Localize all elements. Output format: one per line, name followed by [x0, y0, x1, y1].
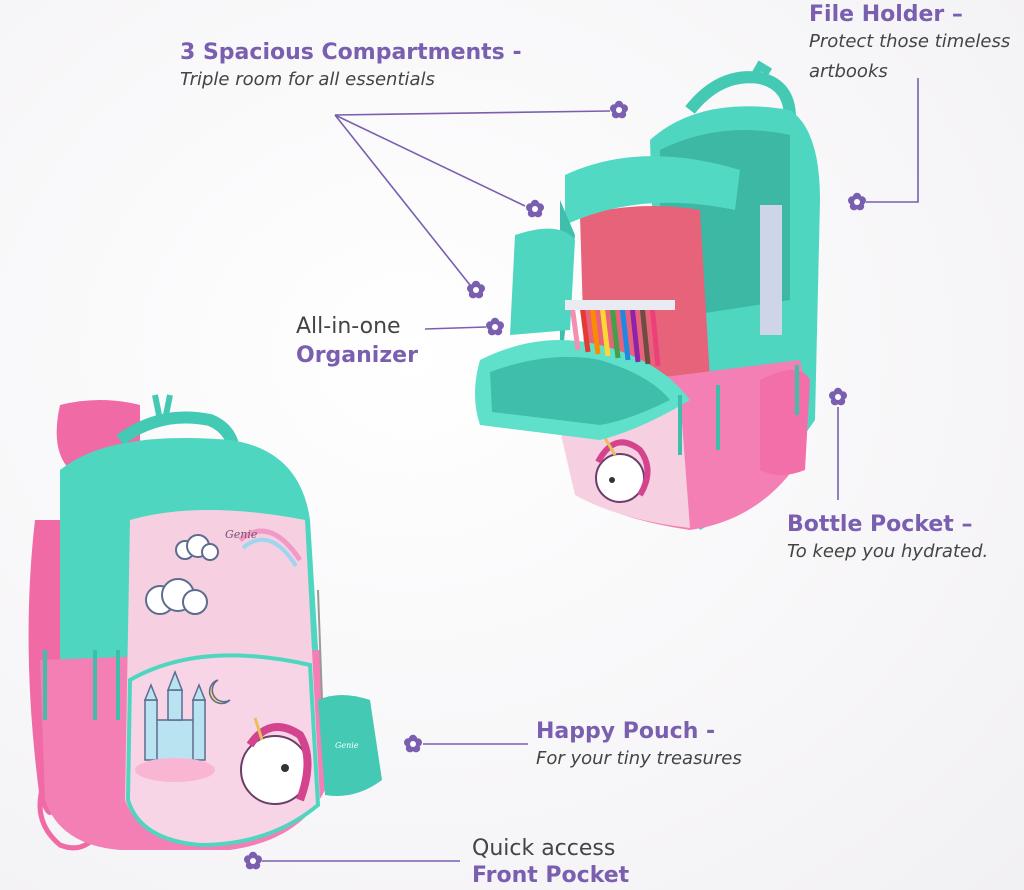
flower-icon: [404, 734, 422, 753]
feature-organizer: All-in-one Organizer: [296, 314, 418, 368]
feature-compartments: 3 Spacious Compartments - Triple room fo…: [180, 40, 522, 95]
feature-description: Triple room for all essentials: [180, 69, 435, 90]
feature-title: Organizer: [296, 343, 418, 368]
svg-text:Genie: Genie: [225, 528, 258, 541]
feature-title: Front Pocket: [472, 863, 630, 888]
closed-backpack-image: Genie Genie: [28, 394, 382, 851]
flower-icon: [848, 192, 866, 211]
feature-title: Happy Pouch -: [536, 719, 716, 744]
flower-icon: [244, 851, 262, 870]
feature-title: Bottle Pocket –: [787, 512, 973, 537]
flower-icon: [829, 387, 847, 406]
flower-icon: [526, 199, 544, 218]
connector-lines: [262, 78, 919, 862]
open-backpack-image: [475, 60, 820, 530]
feature-description: artbooks: [809, 61, 888, 82]
feature-description: For your tiny treasures: [536, 748, 742, 769]
feature-front-pocket: Quick access Front Pocket: [472, 836, 629, 888]
feature-label: Quick access: [472, 836, 616, 861]
feature-description: Protect those timeless: [809, 31, 1011, 52]
feature-title: File Holder –: [809, 2, 963, 27]
feature-label: All-in-one: [296, 314, 401, 339]
feature-description: To keep you hydrated.: [787, 541, 989, 562]
feature-bottle-pocket: Bottle Pocket – To keep you hydrated.: [787, 512, 988, 567]
feature-title: 3 Spacious Compartments -: [180, 40, 522, 65]
feature-file-holder: File Holder – Protect those timeless art…: [809, 2, 1010, 87]
flower-icon: [610, 100, 628, 119]
feature-happy-pouch: Happy Pouch - For your tiny treasures: [536, 719, 742, 774]
svg-text:Genie: Genie: [335, 741, 359, 750]
flower-icon: [486, 317, 504, 336]
